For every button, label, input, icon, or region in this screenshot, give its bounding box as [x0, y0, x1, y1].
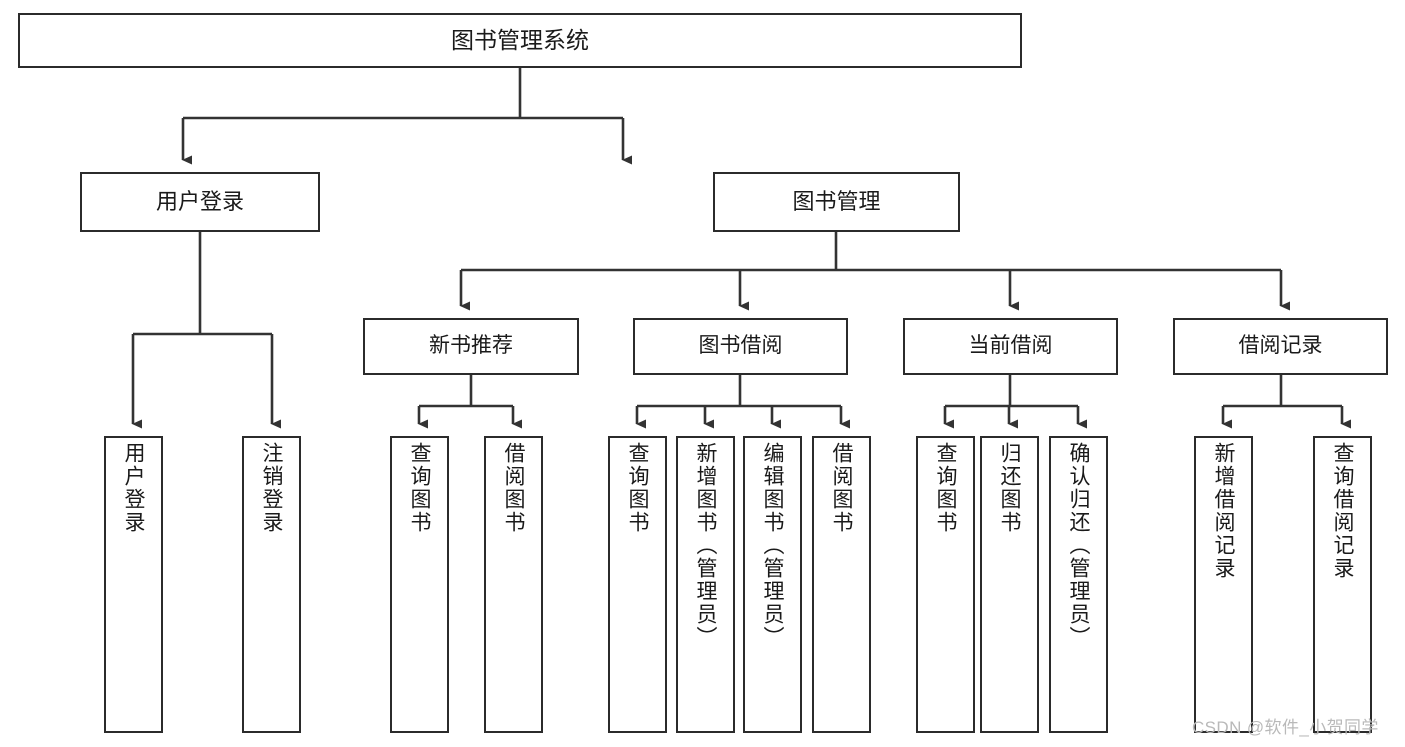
node-label: 归还图书 — [998, 442, 1021, 534]
node-book-management[interactable]: 图书管理 — [713, 172, 960, 232]
node-label: 查询图书 — [626, 442, 649, 534]
node-label: 借阅图书 — [830, 442, 853, 534]
node-label: 图书管理系统 — [451, 26, 589, 53]
node-label: 新增借阅记录 — [1212, 442, 1235, 580]
node-label: 借阅图书 — [502, 442, 525, 534]
node-label: 新增图书（管理员） — [694, 442, 717, 649]
node-root-book-management-system[interactable]: 图书管理系统 — [18, 13, 1022, 68]
edges-borrowrecord-to-leaves — [1221, 375, 1351, 429]
node-book-borrow[interactable]: 图书借阅 — [633, 318, 848, 375]
node-label: 用户登录 — [122, 442, 145, 534]
node-label: 当前借阅 — [968, 334, 1053, 358]
leaf-add-book-admin[interactable]: 新增图书（管理员） — [676, 436, 735, 733]
edges-bookborrow-to-leaves — [635, 375, 850, 429]
leaf-query-book-new[interactable]: 查询图书 — [390, 436, 449, 733]
edges-root-to-level2 — [181, 68, 632, 165]
node-label: 用户登录 — [155, 189, 244, 215]
node-label: 编辑图书（管理员） — [761, 442, 784, 649]
leaf-edit-book-admin[interactable]: 编辑图书（管理员） — [743, 436, 802, 733]
node-label: 确认归还（管理员） — [1067, 442, 1090, 649]
node-label: 查询图书 — [934, 442, 957, 534]
leaf-logout-login[interactable]: 注销登录 — [242, 436, 301, 733]
leaf-query-book-current[interactable]: 查询图书 — [916, 436, 975, 733]
node-label: 查询借阅记录 — [1331, 442, 1354, 580]
leaf-return-book[interactable]: 归还图书 — [980, 436, 1039, 733]
edges-currentborrow-to-leaves — [943, 375, 1087, 429]
node-label: 新书推荐 — [429, 334, 513, 358]
node-label: 注销登录 — [260, 442, 283, 534]
leaf-confirm-return-admin[interactable]: 确认归还（管理员） — [1049, 436, 1108, 733]
leaf-query-book-borrow[interactable]: 查询图书 — [608, 436, 667, 733]
node-current-borrow[interactable]: 当前借阅 — [903, 318, 1118, 375]
node-label: 图书管理 — [792, 189, 881, 215]
node-label: 图书借阅 — [698, 334, 783, 358]
node-label: 借阅记录 — [1238, 334, 1323, 358]
edges-userlogin-to-leaves — [131, 232, 281, 429]
leaf-add-borrow-record[interactable]: 新增借阅记录 — [1194, 436, 1253, 733]
leaf-borrow-book-borrow[interactable]: 借阅图书 — [812, 436, 871, 733]
node-user-login[interactable]: 用户登录 — [80, 172, 320, 232]
edges-bookmanage-to-level3 — [459, 232, 1290, 311]
leaf-query-borrow-record[interactable]: 查询借阅记录 — [1313, 436, 1372, 733]
node-new-book-recommend[interactable]: 新书推荐 — [363, 318, 579, 375]
node-label: 查询图书 — [408, 442, 431, 534]
edges-newbook-to-leaves — [417, 375, 522, 429]
leaf-user-login[interactable]: 用户登录 — [104, 436, 163, 733]
node-borrow-record[interactable]: 借阅记录 — [1173, 318, 1388, 375]
leaf-borrow-book-new[interactable]: 借阅图书 — [484, 436, 543, 733]
